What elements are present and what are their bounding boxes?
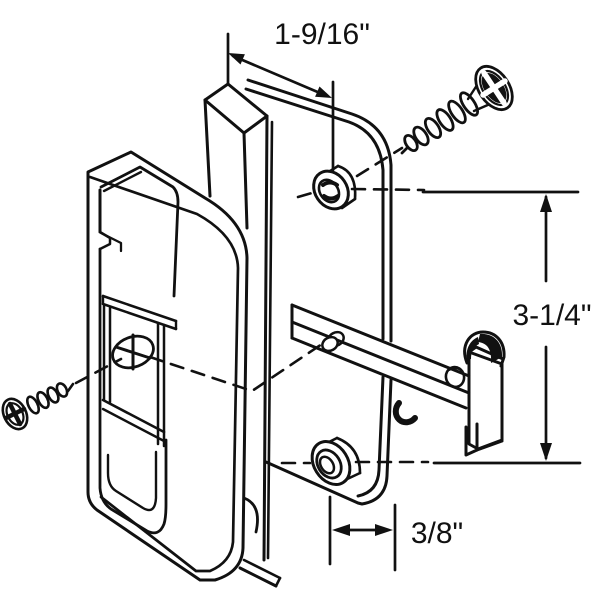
screw-boss-top <box>312 164 357 211</box>
handle-cutout <box>98 165 180 535</box>
dim-offset-label: 3/8" <box>411 517 463 550</box>
center-lines <box>74 146 430 465</box>
latch-hook <box>444 330 506 457</box>
handle-plate <box>101 294 178 448</box>
handle-screw-hole <box>111 334 155 370</box>
base-plate <box>244 78 393 506</box>
dim-height-label: 3-1/4" <box>512 299 591 332</box>
screw-upper-right <box>400 65 514 155</box>
screw-boss-bottom <box>310 436 362 486</box>
mounting-slab <box>203 82 282 588</box>
dim-width-label: 1-9/16" <box>274 18 370 51</box>
arrowhead-icon <box>540 194 552 212</box>
phillips-mark-icon <box>322 194 340 201</box>
screw-slot-cross-icon <box>114 333 152 371</box>
hook-curl <box>463 330 506 368</box>
phillips-mark-icon <box>321 180 339 187</box>
arrowhead-icon <box>315 86 332 98</box>
screw-lower-left <box>1 382 75 431</box>
dimension-width <box>226 32 335 172</box>
pull-handle <box>86 150 249 582</box>
spring-clip <box>392 400 418 426</box>
arrowhead-icon <box>540 443 552 461</box>
arrowhead-icon <box>375 524 393 536</box>
arrowhead-icon <box>332 524 350 536</box>
pivot-peg <box>321 335 339 353</box>
dimension-offset <box>328 495 397 572</box>
arrowhead-icon <box>228 53 245 65</box>
hook-foot <box>464 422 479 457</box>
latch-arm <box>290 303 471 426</box>
dimension-height <box>421 190 582 465</box>
phillips-recess-icon <box>3 401 27 427</box>
slab-bump <box>242 496 259 534</box>
